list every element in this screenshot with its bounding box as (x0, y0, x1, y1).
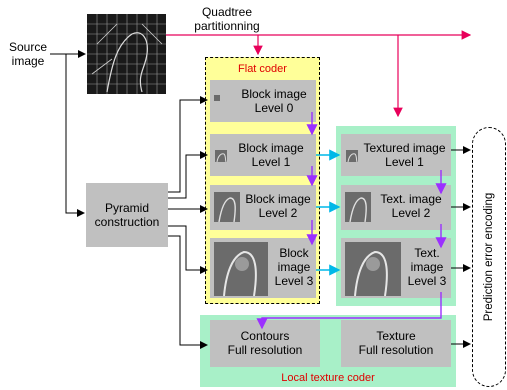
textured-level-2-label: Text. image Level 2 (371, 192, 451, 220)
local-texture-coder-title: Local texture coder (281, 372, 375, 384)
block-2-line2: Level 2 (258, 206, 298, 220)
block-level-3-label: Block image Level 3 (272, 246, 316, 288)
quadtree-image (87, 14, 166, 94)
pyramid-construction-box (86, 183, 168, 247)
textured-level-3-thumbnail (345, 242, 401, 296)
texture-line1: Texture (376, 329, 416, 343)
pyramid-construction-label: Pyramid construction (86, 201, 168, 229)
texture-full-resolution-box (341, 320, 451, 367)
quadtree-line2: partitionning (194, 19, 260, 33)
contours-line1: Contours (240, 329, 290, 343)
block-0-line2: Level 0 (254, 101, 294, 115)
block-0-line1: Block image (241, 87, 307, 101)
pyramid-to-contours-arrow (168, 235, 208, 349)
textured-3-to-contours-arrow (256, 292, 442, 330)
textured-2-line2: Level 2 (391, 206, 431, 220)
textured-level-1-thumbnail (346, 150, 358, 162)
source-label-line2: image (11, 54, 45, 68)
block-level-2-label: Block image Level 2 (240, 192, 316, 220)
pyramid-to-level0-arrow (168, 96, 208, 193)
source-image-label: Source image (4, 40, 52, 68)
textured-2-line1: Text. image (380, 192, 442, 206)
textured-level-1-label: Textured image Level 1 (358, 141, 451, 169)
textured-1-line2: Level 1 (385, 155, 424, 169)
source-label-line1: Source (8, 40, 48, 54)
pyramid-line1: Pyramid (104, 201, 149, 215)
block-1-line2: Level 1 (251, 155, 291, 169)
block-level-2-thumbnail (214, 192, 240, 222)
pyramid-to-level3-arrow (168, 225, 208, 274)
textured-1-line1: Textured image (363, 141, 446, 155)
block-1-line1: Block image (238, 141, 304, 155)
block-image-level-0 (210, 80, 316, 122)
textured-3-line3: Level 3 (407, 274, 447, 288)
texture-label: Texture Full resolution (341, 329, 451, 357)
block-2-line1: Block image (245, 192, 311, 206)
block-level-0-thumbnail (214, 95, 220, 101)
textured-level-3-label: Text. image Level 3 (403, 246, 451, 288)
contours-label: Contours Full resolution (210, 329, 320, 357)
texture-line2: Full resolution (358, 343, 434, 357)
pyramid-to-level1-arrow (168, 151, 208, 199)
quadtree-partitioning-label: Quadtree partitionning (182, 5, 272, 33)
textured-3-line2: image (410, 260, 444, 274)
block-level-1-thumbnail (215, 150, 227, 162)
textured-level-2-thumbnail (345, 192, 371, 222)
block-3-line3: Level 3 (274, 274, 314, 288)
contours-line2: Full resolution (227, 343, 303, 357)
block-level-1-label: Block image Level 1 (226, 141, 316, 169)
pyramid-line2: construction (94, 215, 160, 229)
textured-3-line1: Text. (414, 246, 440, 260)
textured-image-level-1 (341, 134, 451, 176)
quadtree-line1: Quadtree (201, 5, 253, 19)
source-to-pyramid-arrow (65, 54, 85, 217)
block-image-level-1 (210, 134, 316, 176)
block-level-0-label: Block image Level 0 (232, 87, 316, 115)
flat-coder-title: Flat coder (238, 63, 287, 75)
block-3-line2: image (277, 260, 311, 274)
block-level-3-thumbnail (214, 242, 268, 296)
block-3-line1: Block (279, 246, 309, 260)
prediction-error-encoding-box (472, 127, 506, 387)
